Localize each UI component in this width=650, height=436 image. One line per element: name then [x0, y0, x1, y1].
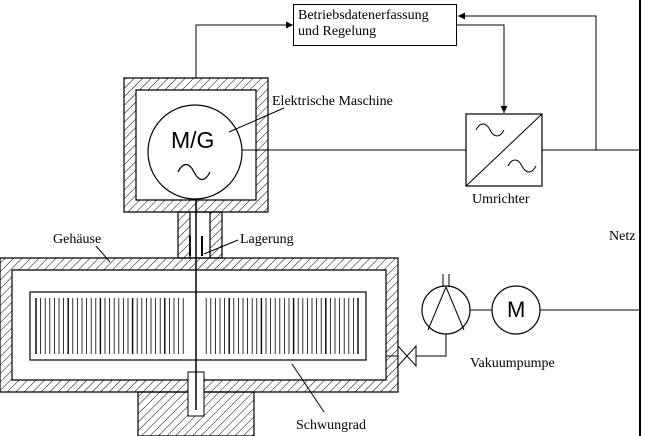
grid-label: Netz [609, 229, 636, 244]
flywheel-disk [29, 291, 367, 361]
converter-wave-bottom [507, 159, 537, 173]
machine-label: Elektrische Maschine [272, 94, 393, 109]
converter-label: Umrichter [472, 192, 530, 207]
converter-diagonal [465, 113, 543, 187]
bearing-label: Lagerung [240, 232, 294, 247]
pump-triangle-left [427, 286, 447, 331]
motor-generator-wave [177, 163, 211, 181]
valve [397, 344, 417, 368]
control-label-line2: und Regelung [298, 24, 377, 39]
control-to-machine-line [195, 21, 293, 78]
motor-label: M [507, 297, 526, 322]
flywheel-blades [35, 298, 359, 354]
vacuum-line-2 [416, 334, 447, 357]
flywheel-housing [0, 257, 399, 393]
housing-leader [95, 245, 111, 263]
motor-generator-circle [147, 104, 243, 200]
machine-housing [123, 77, 269, 213]
pump-triangle-right [445, 286, 465, 331]
control-box: Betriebsdatenerfassung und Regelung [293, 4, 457, 46]
grid-to-control-line [458, 12, 597, 150]
control-label-line1: Betriebsdatenerfassung [298, 8, 429, 23]
vacuum-pump-label: Vakuumpumpe [470, 356, 555, 371]
housing-neck [177, 211, 223, 259]
flywheel-leader [291, 363, 325, 413]
bearing-leader [203, 239, 239, 255]
machine-leader [228, 107, 285, 133]
control-to-converter-line [457, 24, 508, 113]
motor-generator-label: M/G [171, 127, 215, 153]
housing-label: Gehäuse [53, 232, 102, 247]
converter-wave-top [475, 123, 505, 137]
flywheel-label: Schwungrad [296, 418, 366, 433]
